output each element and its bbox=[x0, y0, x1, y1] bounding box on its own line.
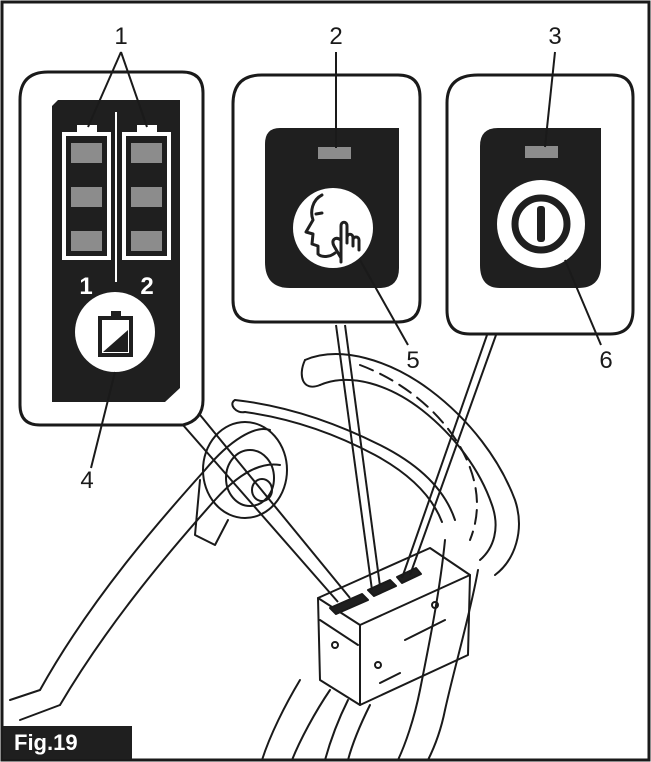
battery-check-button-face bbox=[75, 292, 155, 372]
battery-indicator-panel: 1 2 bbox=[18, 70, 205, 427]
callout-3-pointer bbox=[544, 51, 556, 148]
callout-6-pointer bbox=[564, 259, 602, 346]
callout-1-pointer-b bbox=[120, 51, 148, 128]
dashed-cable bbox=[359, 364, 478, 541]
battery-2-indicator bbox=[122, 125, 171, 260]
battery-2-level-2 bbox=[131, 187, 162, 207]
leader-silent-a bbox=[335, 324, 373, 591]
callout-6: 6 bbox=[599, 347, 612, 374]
silent-mode-icon bbox=[304, 193, 361, 264]
power-icon bbox=[511, 194, 571, 254]
control-box-silent-button bbox=[367, 579, 397, 597]
lower-tube-c bbox=[324, 699, 349, 761]
control-box-screw-1 bbox=[331, 641, 339, 649]
lower-tube-a bbox=[261, 679, 301, 761]
figure-label: Fig.19 bbox=[14, 730, 78, 755]
leader-battery-b bbox=[195, 409, 351, 599]
mower-handle-drawing bbox=[9, 353, 520, 761]
power-button bbox=[497, 180, 585, 268]
callout-5: 5 bbox=[406, 347, 419, 374]
lower-tube-b bbox=[291, 689, 331, 761]
handle-tube-left-outer bbox=[39, 428, 271, 691]
battery-2-level-1 bbox=[131, 231, 162, 251]
lower-tube-d bbox=[347, 704, 371, 761]
handle-tube-right-inner bbox=[427, 569, 479, 761]
callouts: 1 2 3 4 5 6 bbox=[80, 23, 612, 494]
upper-bar-inner bbox=[319, 378, 497, 561]
battery-1-terminal bbox=[77, 125, 97, 135]
leader-lines bbox=[182, 324, 497, 603]
control-box-detail-2 bbox=[404, 619, 446, 641]
leader-silent-b bbox=[344, 324, 381, 587]
callout-2: 2 bbox=[329, 23, 342, 50]
callout-1: 1 bbox=[114, 23, 127, 50]
control-box-battery-indicator bbox=[329, 593, 369, 615]
battery-2-body bbox=[122, 132, 171, 260]
callout-1-pointer-a bbox=[87, 51, 122, 128]
upper-bar-outer bbox=[304, 353, 520, 576]
leader-battery-a bbox=[182, 424, 339, 603]
battery-1-label: 1 bbox=[79, 273, 92, 300]
control-box-side-line bbox=[319, 619, 359, 646]
leader-power-b bbox=[409, 334, 497, 576]
callout-3: 3 bbox=[548, 23, 561, 50]
battery-1-level-3 bbox=[71, 143, 102, 163]
left-knob-outer bbox=[202, 421, 288, 519]
power-indicator-light bbox=[525, 146, 558, 158]
handle-tube-left-inner bbox=[59, 463, 281, 706]
control-box-detail-1 bbox=[379, 672, 401, 684]
left-clamp bbox=[194, 479, 229, 546]
battery-2-terminal bbox=[137, 125, 157, 135]
battery-2-level-3 bbox=[131, 143, 162, 163]
battery-check-icon bbox=[98, 311, 133, 357]
control-box-top-edge bbox=[317, 574, 471, 626]
silent-mode-button bbox=[293, 188, 373, 268]
battery-1-level-1 bbox=[71, 231, 102, 251]
battery-check-button bbox=[75, 292, 155, 372]
leader-power-a bbox=[401, 334, 488, 579]
battery-1-level-2 bbox=[71, 187, 102, 207]
control-box-body bbox=[317, 547, 471, 706]
bail-lever-inner bbox=[244, 411, 443, 523]
power-panel bbox=[445, 73, 635, 336]
handle-tube-left-end2 bbox=[19, 704, 61, 721]
left-knob-hub bbox=[251, 478, 273, 502]
bail-lever-tip bbox=[231, 399, 246, 414]
silent-mode-indicator-light bbox=[318, 147, 351, 159]
control-box-power-button bbox=[396, 567, 422, 584]
battery-1-body bbox=[62, 132, 111, 260]
battery-2-label: 2 bbox=[140, 273, 153, 300]
silent-mode-panel bbox=[231, 73, 422, 324]
callout-4: 4 bbox=[80, 467, 93, 494]
callout-5-pointer bbox=[359, 259, 409, 346]
battery-1-indicator bbox=[62, 125, 111, 260]
handle-tube-right-outer bbox=[397, 539, 446, 761]
control-box-screw-2 bbox=[374, 661, 382, 669]
figure-label-background bbox=[3, 726, 132, 759]
left-knob-inner bbox=[225, 449, 275, 507]
upper-bar-end bbox=[300, 359, 321, 388]
callout-4-pointer bbox=[90, 371, 116, 469]
control-box-screw-3 bbox=[431, 601, 439, 609]
handle-tube-left-end bbox=[9, 689, 41, 701]
